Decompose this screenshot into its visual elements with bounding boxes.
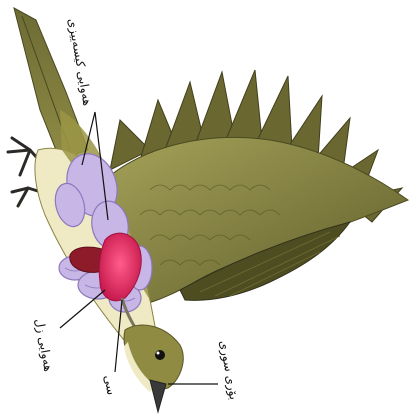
label-lung: سی bbox=[102, 374, 117, 396]
eye bbox=[155, 350, 165, 360]
beak bbox=[150, 380, 166, 412]
eye-highlight bbox=[157, 352, 160, 355]
